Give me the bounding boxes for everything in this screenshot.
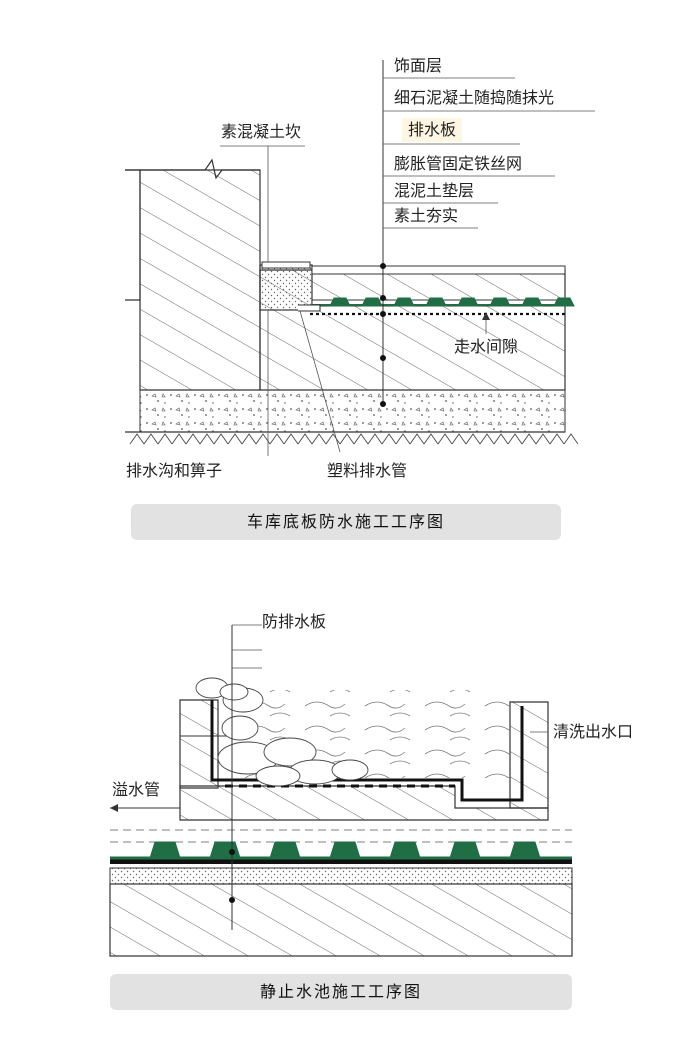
break-mark: [125, 158, 260, 180]
drain-ditch: [259, 264, 313, 311]
layer-label-soil: 素土夯实: [394, 206, 459, 225]
diagram2-drawing: [109, 624, 573, 957]
rammed-soil: [129, 433, 579, 445]
layer-label-wire-mesh: 膨胀管固定铁丝网: [394, 154, 523, 173]
pool-right-wall: [509, 701, 549, 809]
caption-garage: 车库底板防水施工工序图: [131, 504, 561, 540]
grate: [261, 261, 311, 269]
overflow-label: 溢水管: [112, 780, 161, 799]
cushion-layer: [139, 389, 566, 433]
drain-label: 排水沟和箅子: [126, 461, 223, 480]
caption-pool: 静止水池施工工序图: [110, 974, 572, 1010]
drain-pipe: [298, 304, 321, 312]
wall-label: 素混凝土坎: [221, 122, 302, 141]
facing-layer: [311, 265, 566, 275]
pipe-label: 塑料排水管: [327, 461, 408, 480]
pebbles: [195, 677, 369, 787]
fine-cushion: [109, 867, 573, 885]
wall-outer-edge: [125, 169, 141, 301]
concrete-wall: [139, 169, 261, 391]
layer-label-cushion: 混泥土垫层: [394, 181, 475, 200]
layer-label-fine-concrete: 细石泥凝土随捣随抹光: [394, 88, 555, 107]
base-slab: [109, 883, 573, 957]
layer-label-drainage-board: 排水板: [402, 118, 463, 142]
drainage-board-2: [110, 841, 572, 864]
waterproof-membrane: [210, 700, 524, 802]
board-label: 防排水板: [262, 612, 327, 631]
layer-label-facing: 饰面层: [394, 56, 443, 75]
overflow-arrow: [110, 804, 118, 812]
diagram1-drawing: [125, 60, 595, 456]
outlet-label: 清洗出水口: [553, 722, 634, 741]
drainage-board-1: [311, 297, 575, 307]
gap-label: 走水间隙: [454, 337, 519, 356]
pool-floor: [179, 785, 549, 821]
